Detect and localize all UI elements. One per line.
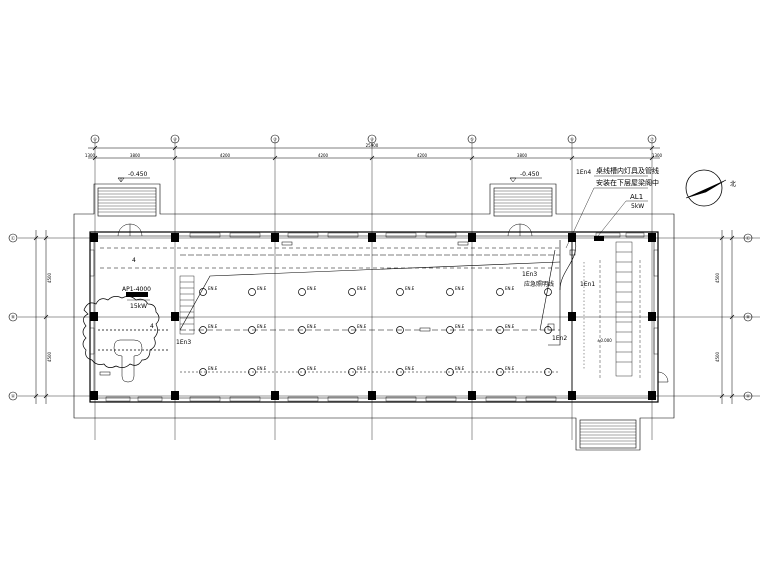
fixture-tag: EN.E	[455, 366, 465, 371]
dim-bay-4: 4200	[318, 153, 329, 158]
circuit-label: 1En3	[176, 339, 191, 346]
right-dimensions: 4500 4500	[715, 230, 735, 404]
fixture-tag: EN.E	[505, 366, 515, 371]
note-line-1: 桌线槽内灯具及管线	[596, 166, 659, 175]
circuit-1en1: 1En1	[580, 281, 595, 288]
fixture-tag: EN.E	[208, 324, 218, 329]
wall-lights	[99, 241, 469, 376]
circuit-1en2: 1En2	[552, 335, 567, 342]
fixture-tag: EN.E	[505, 286, 515, 291]
emergency-circuits	[100, 239, 577, 373]
grid-label-7: ⑦	[650, 137, 654, 142]
grid-label-4: ④	[370, 137, 374, 142]
grid-label-b-left: Ⓑ	[11, 314, 15, 320]
inner-stair	[179, 275, 195, 335]
grid-label-5: ⑤	[470, 137, 474, 142]
level-right: -0.450	[520, 171, 540, 178]
dim-bay-6: 3800	[517, 153, 528, 158]
circuit-1en4: 1En4	[576, 169, 591, 176]
dim-bay-2: 3800	[130, 153, 141, 158]
panel-al1	[594, 236, 604, 241]
fixture-tag: EN.E	[208, 286, 218, 291]
dim-bay-3: 4200	[220, 153, 231, 158]
light-fixtures	[199, 288, 552, 376]
count-label: 4	[132, 257, 136, 264]
fixture-tag: EN.E	[357, 286, 367, 291]
fixture-tag: EN.E	[208, 366, 218, 371]
north-label: 北	[730, 180, 736, 188]
fixture-tag: EN.E	[357, 366, 367, 371]
circuit-description: 应急照明线	[524, 280, 554, 288]
dim-left-1: 4500	[47, 272, 52, 283]
fixture-tag: EN.E	[405, 366, 415, 371]
distribution-box: AP1-4000 15kW 4 4 1En3	[122, 257, 191, 346]
fixture-tag: EN.E	[257, 286, 267, 291]
grid-label-c-right: Ⓒ	[746, 235, 750, 241]
grid-label-6: ⑥	[570, 137, 574, 142]
note-line-2: 安装在下层屋梁阁中	[596, 178, 659, 187]
grid-label-b-right: Ⓑ	[746, 314, 750, 320]
dim-bay-7: 1300	[652, 153, 663, 158]
level-left: -0.450	[128, 171, 148, 178]
dim-bay-5: 4200	[417, 153, 428, 158]
count-label: 4	[150, 323, 154, 330]
level-marks: -0.450 -0.450 ±0.000	[117, 171, 612, 343]
level-floor: ±0.000	[597, 338, 612, 343]
row-grid: Ⓒ Ⓑ Ⓐ Ⓒ Ⓑ Ⓐ	[8, 233, 760, 401]
fixture-tag: EN.E	[455, 324, 465, 329]
grid-label-c-left: Ⓒ	[11, 235, 15, 241]
columns	[90, 233, 656, 400]
grid-label-a-right: Ⓐ	[746, 393, 750, 399]
left-dimensions: 4500 4500	[33, 230, 52, 404]
panel-power: 5kW	[631, 203, 644, 210]
fixture-tag: EN.E	[405, 286, 415, 291]
fixture-tags: EN.E EN.E EN.E EN.E EN.E EN.E EN.E EN.E …	[208, 286, 515, 371]
panel-annotations: 桌线槽内灯具及管线 安装在下层屋梁阁中 1En4 AL1 5kW 1En3 应急…	[522, 166, 659, 342]
grid-label-2: ②	[173, 137, 177, 142]
grid-label-1: ①	[93, 137, 97, 142]
north-arrow: 北	[685, 169, 736, 207]
top-dimensions: 25900 3800 4200 4200 4200 3800 1300 1300	[85, 143, 663, 161]
fixture-tag: EN.E	[455, 286, 465, 291]
panel-id: AL1	[630, 193, 643, 201]
right-stair	[583, 241, 641, 380]
entrance-stairs	[97, 187, 637, 449]
fixture-tag: EN.E	[505, 324, 515, 329]
box-id: AP1-4000	[122, 286, 151, 293]
grid-label-a-left: Ⓐ	[11, 393, 15, 399]
dim-right-2: 4500	[715, 351, 720, 362]
box-power: 15kW	[130, 303, 147, 310]
fixture-tag: EN.E	[357, 324, 367, 329]
fixture-tag: EN.E	[307, 366, 317, 371]
dim-right-1: 4500	[715, 272, 720, 283]
dim-left-2: 4500	[47, 351, 52, 362]
doors	[117, 223, 669, 383]
fixture-tag: EN.E	[257, 324, 267, 329]
revision-cloud	[82, 296, 170, 383]
fixture-tag: EN.E	[257, 366, 267, 371]
fixture-tag: EN.E	[307, 286, 317, 291]
windows	[89, 232, 659, 402]
circuit-1en3: 1En3	[522, 271, 537, 278]
fixture-tag: EN.E	[307, 324, 317, 329]
dim-bay-1: 1300	[85, 153, 96, 158]
dim-total: 25900	[366, 143, 379, 148]
grid-label-3: ③	[273, 137, 277, 142]
